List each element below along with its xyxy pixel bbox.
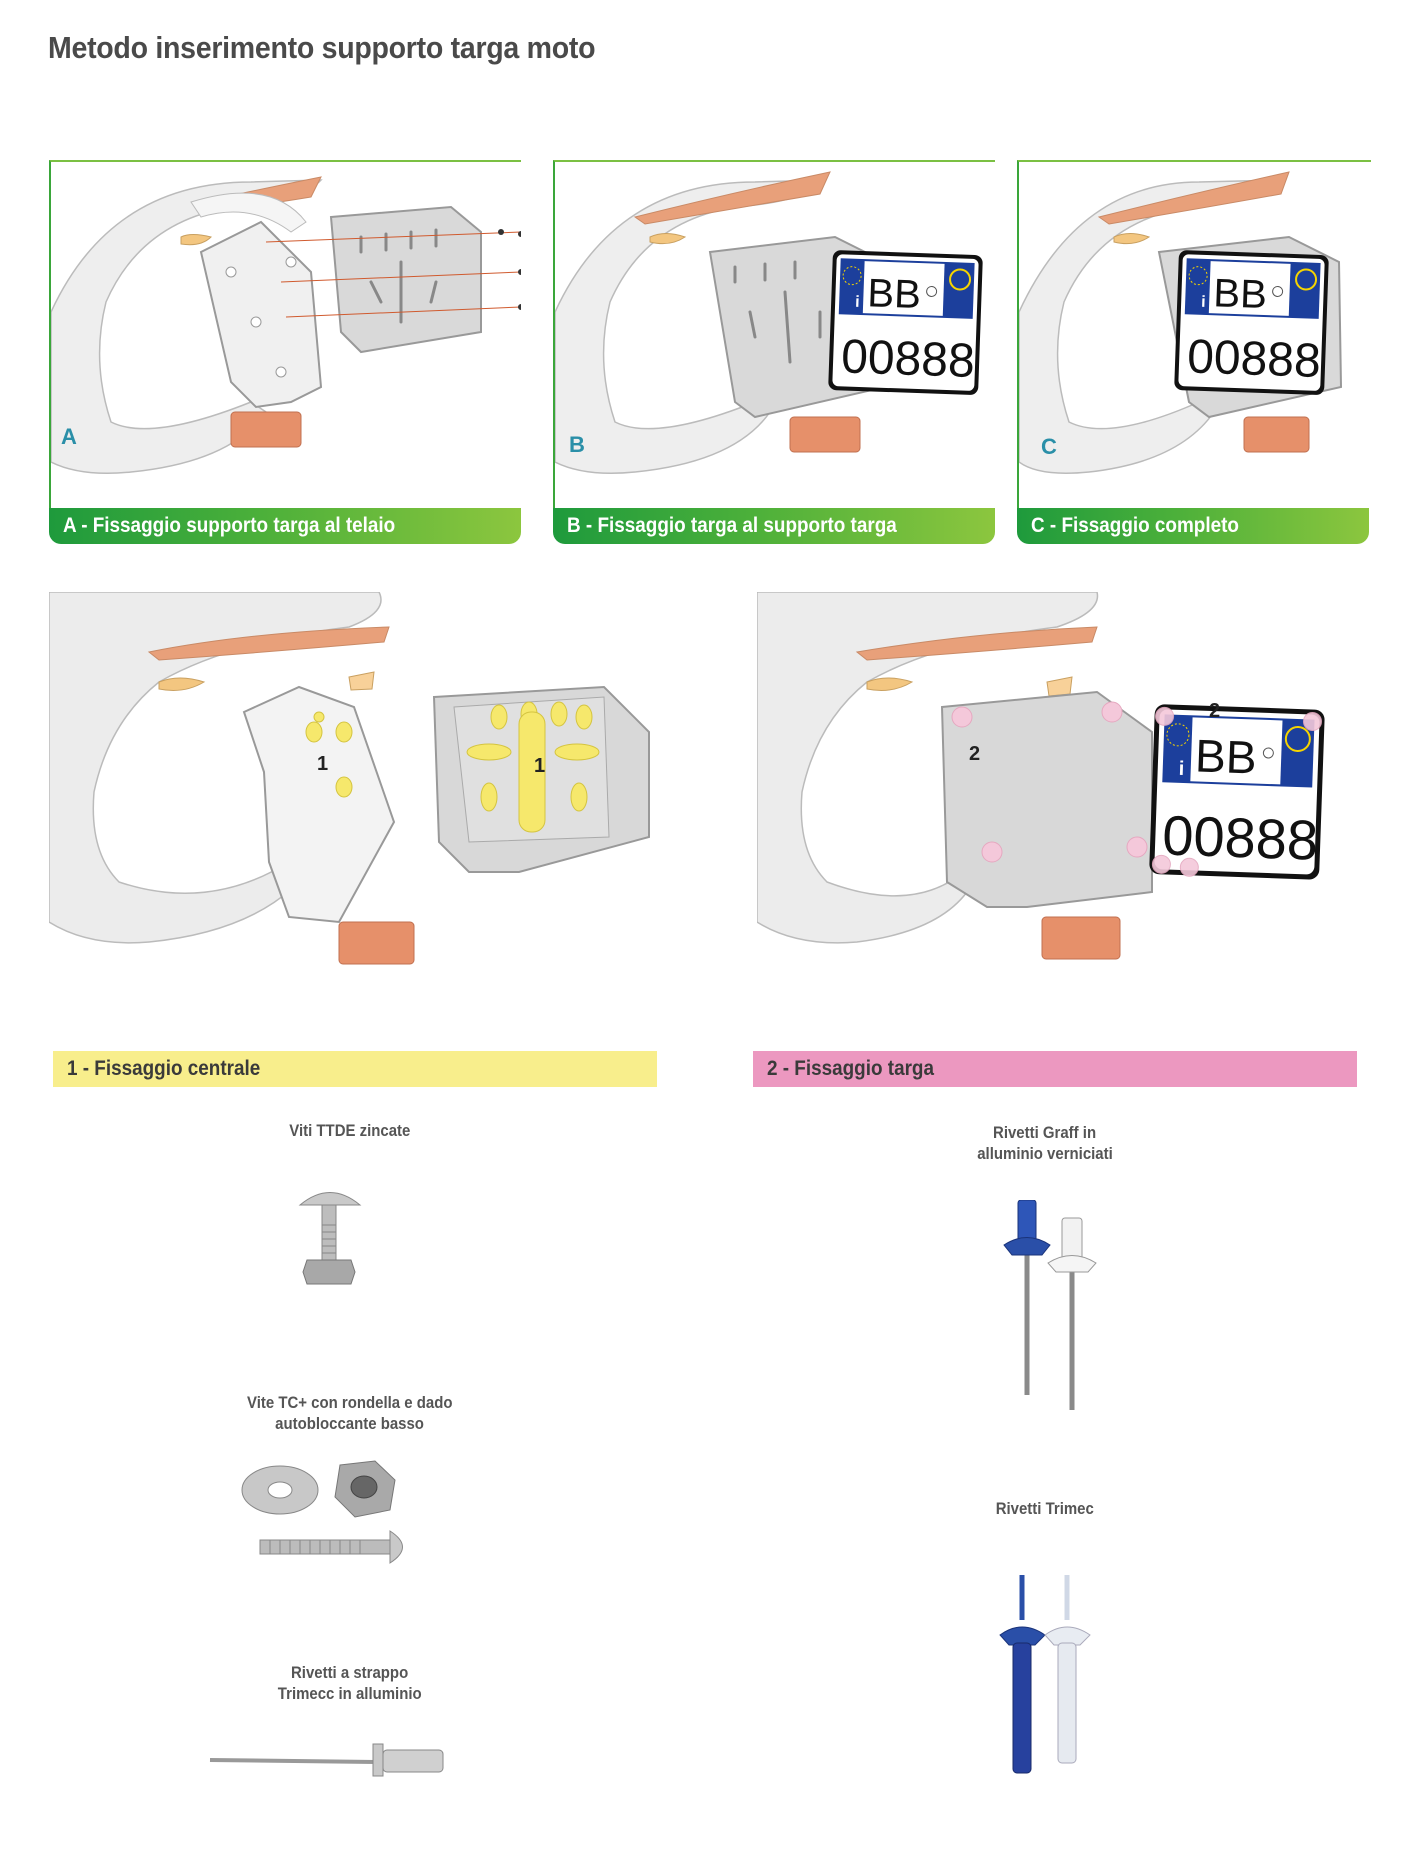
detail-plate-illustration: i BB 00888 2 2: [757, 592, 1325, 960]
panel-a-caption: A - Fissaggio supporto targa al telaio: [49, 508, 521, 544]
section-plate-fixing-title: 2 - Fissaggio targa: [767, 1057, 934, 1080]
panel-c: i BB 00888 C: [1017, 160, 1371, 512]
panel-b: i BB 00888 B: [553, 160, 995, 512]
item-trimecc-rivets-line1: Rivetti a strappo: [291, 1663, 409, 1682]
detail-left-marker-support: 1: [534, 755, 545, 777]
plate-b-top: BB: [867, 271, 922, 317]
plate-detail-top: BB: [1194, 729, 1257, 783]
plate-c-top: BB: [1213, 271, 1268, 317]
washer-nut-screw-icon: [241, 1460, 403, 1564]
panel-b-letter: B: [569, 432, 585, 457]
panel-c-caption: C - Fissaggio completo: [1017, 508, 1369, 544]
detail-central-fixing: 1 1: [49, 592, 669, 972]
plate-b-prefix: i: [855, 294, 860, 311]
section-central-fixing-title: 1 - Fissaggio centrale: [67, 1057, 261, 1080]
detail-central-illustration: 1 1: [49, 592, 650, 965]
plate-c-prefix: i: [1201, 294, 1206, 311]
item-graff-rivets-line2: alluminio verniciati: [977, 1144, 1113, 1163]
page-title: Metodo inserimento supporto targa moto: [48, 30, 596, 65]
item-trimec-rivets-line1: Rivetti Trimec: [995, 1499, 1095, 1518]
section-central-fixing-header: 1 - Fissaggio centrale: [53, 1051, 657, 1087]
panel-c-caption-text: C - Fissaggio completo: [1031, 514, 1239, 537]
item-ttde-screws-line1: Viti TTDE zincate: [289, 1121, 411, 1140]
item-tc-screw-line2: autobloccante basso: [275, 1414, 425, 1433]
item-graff-rivets-label: Rivetti Graff in alluminio verniciati: [895, 1122, 1195, 1164]
plate-c-bottom: 00888: [1186, 330, 1321, 388]
item-tc-screw-line1: Vite TC+ con rondella e dado: [247, 1393, 453, 1412]
panel-a-caption-text: A - Fissaggio supporto targa al telaio: [63, 514, 396, 537]
item-trimec-rivets-label: Rivetti Trimec: [895, 1498, 1195, 1519]
panel-b-caption-text: B - Fissaggio targa al supporto targa: [567, 514, 897, 537]
detail-right-marker-support: 2: [969, 743, 980, 765]
item-trimecc-rivets-line2: Trimecc in alluminio: [278, 1684, 422, 1703]
graff-rivets-icon: [1003, 1200, 1097, 1410]
panel-c-letter: C: [1041, 434, 1057, 459]
plate-detail-prefix: i: [1178, 758, 1184, 780]
panel-b-illustration: i BB 00888: [555, 171, 983, 474]
trimec-rivets-icon: [999, 1575, 1091, 1774]
panel-c-illustration: i BB 00888: [1019, 171, 1343, 474]
item-ttde-screws-label: Viti TTDE zincate: [200, 1120, 500, 1141]
plate-b-bottom: 00888: [840, 330, 975, 388]
item-graff-rivets-line1: Rivetti Graff in: [993, 1123, 1097, 1142]
blind-rivet-icon: [209, 1743, 444, 1777]
panel-a-letter: A: [61, 424, 77, 449]
panel-b-caption: B - Fissaggio targa al supporto targa: [553, 508, 995, 544]
item-trimecc-rivets-label: Rivetti a strappo Trimecc in alluminio: [175, 1662, 525, 1704]
carriage-bolt-icon: [298, 1192, 362, 1285]
section-plate-fixing-header: 2 - Fissaggio targa: [753, 1051, 1357, 1087]
item-tc-screw-label: Vite TC+ con rondella e dado autobloccan…: [175, 1392, 525, 1434]
detail-left-marker-frame: 1: [317, 753, 328, 775]
detail-plate-fixing: i BB 00888 2 2: [757, 592, 1357, 972]
detail-right-marker-plate: 2: [1209, 700, 1220, 722]
panel-a: A: [49, 160, 521, 512]
panel-a-illustration: [51, 176, 521, 474]
